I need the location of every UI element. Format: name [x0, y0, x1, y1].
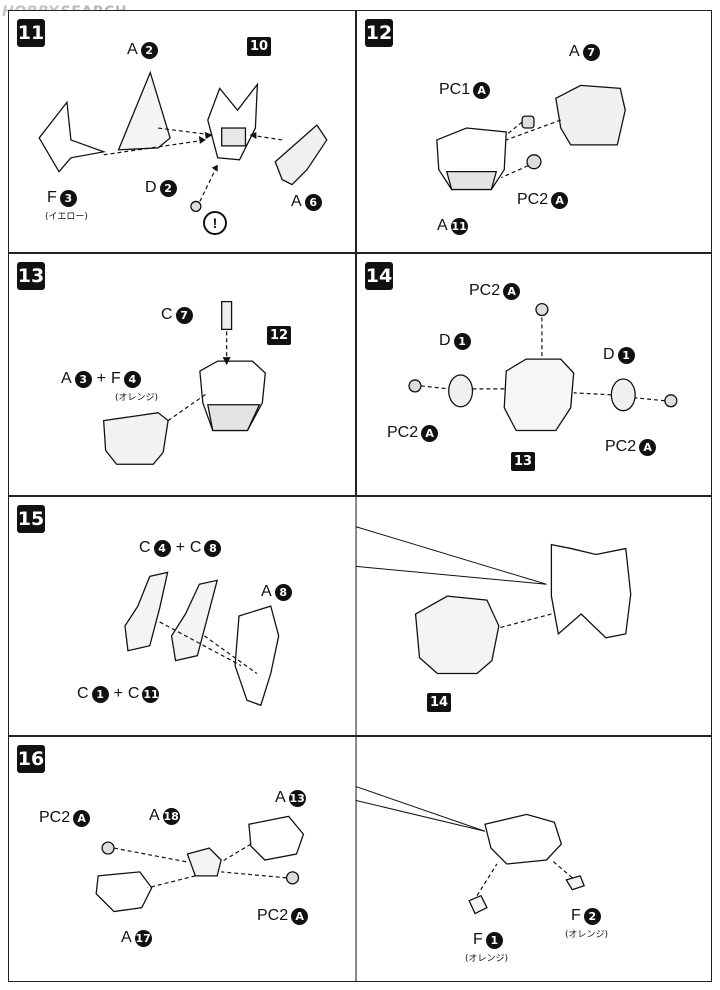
part-a17 [95, 871, 153, 913]
label-part-14: 14 [427, 693, 452, 712]
step-number: 13 [17, 262, 45, 290]
step-number: 12 [365, 19, 393, 47]
label-part-10: 10 [247, 37, 272, 56]
step-13-illustration [102, 300, 266, 465]
part-d2 [190, 200, 202, 212]
part-pc2-lower [285, 871, 300, 885]
part-13-torso [503, 358, 575, 432]
part-pc2-upper [101, 841, 115, 855]
part-10-head [207, 82, 259, 161]
note-f2-color: (オレンジ) [565, 930, 609, 940]
part-a8 [234, 605, 280, 707]
note-f3-color: (イエロー) [45, 212, 88, 222]
part-14-torso [414, 595, 500, 675]
part-a7 [555, 84, 626, 146]
step-12-illustration [436, 84, 626, 191]
warning-icon: ! [203, 211, 227, 235]
step-15-illustration [124, 497, 632, 735]
part-c7 [221, 300, 233, 331]
part-a13 [248, 815, 305, 861]
step-16-illustration [95, 737, 586, 981]
part-pc2-left [408, 379, 422, 393]
part-pc2-top [535, 302, 549, 317]
part-assembled-arm [484, 813, 563, 865]
part-f2 [565, 875, 586, 891]
step-number: 11 [17, 19, 45, 47]
part-a6-crest [274, 124, 328, 186]
label-part-12: 12 [267, 326, 292, 345]
step-number: 14 [365, 262, 393, 290]
part-f1 [468, 894, 488, 915]
part-c4-c8-left [124, 571, 169, 652]
label-part-13: 13 [511, 452, 536, 471]
note-f1-color: (オレンジ) [465, 954, 509, 964]
part-f3-antenna [38, 100, 107, 173]
step-11-illustration [38, 70, 328, 212]
part-pc2-right [664, 394, 678, 408]
part-d1-left [448, 374, 474, 408]
part-pc2 [526, 154, 542, 170]
part-backpack [550, 543, 632, 639]
note-f4-color: (オレンジ) [115, 393, 159, 403]
part-d1-right [610, 378, 636, 412]
part-a2-fin [117, 70, 171, 151]
step-number: 16 [17, 745, 45, 773]
part-c4-c8-right [170, 579, 219, 662]
step-14-illustration [408, 302, 678, 432]
part-pc1 [521, 115, 535, 129]
part-a3-f4-chest [102, 412, 169, 465]
part-a18 [186, 847, 222, 877]
step-number: 15 [17, 505, 45, 533]
